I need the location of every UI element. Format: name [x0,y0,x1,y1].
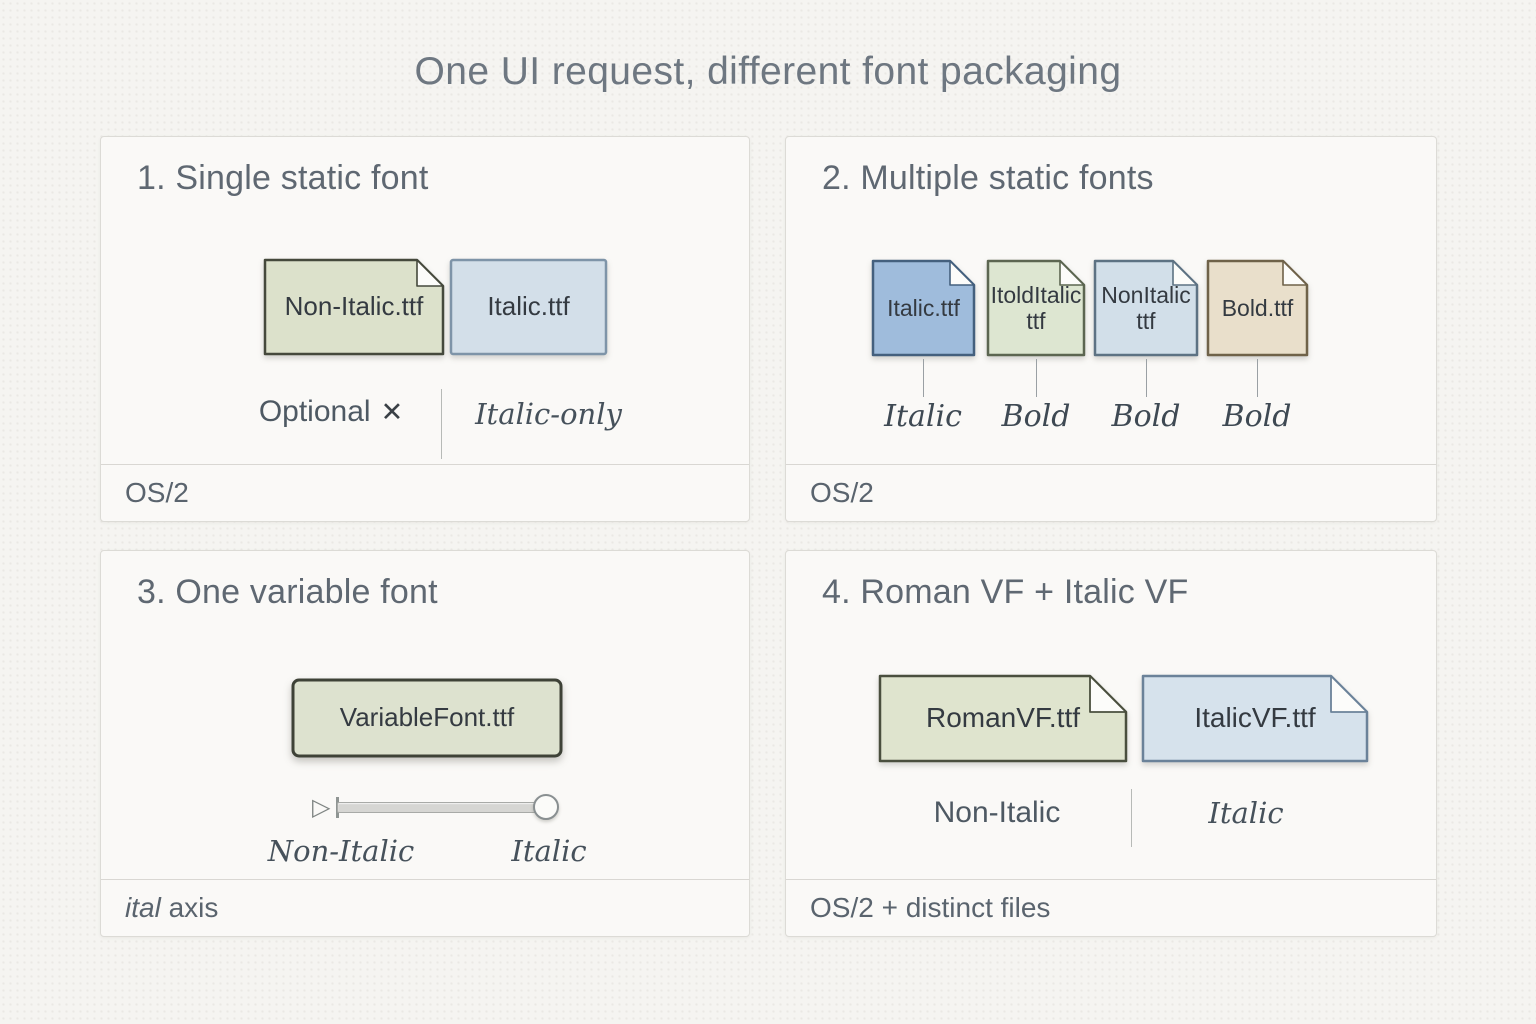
play-triangle-icon: ▷ [312,794,331,821]
folded-corner-icon [1059,260,1085,286]
panel2-footer: OS/2 [786,464,1436,521]
optional-label: Optional [258,395,371,428]
file-name: ItoldItalic ttf [990,281,1082,334]
file-icon [263,258,445,356]
file-italic-ttf: Italic.ttf [871,259,976,357]
file-icon [1206,259,1309,357]
file-name: VariableFont.ttf [339,702,515,733]
connector-line [1257,359,1258,397]
folded-corner-icon [1089,675,1127,713]
panel4-heading: 4. Roman VF + Italic VF [822,573,1189,611]
panel1-footer: OS/2 [101,464,749,521]
file-italicvf-ttf: ItalicVF.ttf [1141,674,1369,763]
connector-line [923,359,924,397]
connector-line [1036,359,1037,397]
slider-max-label: Italic [511,834,587,868]
file-icon [878,674,1128,763]
file-itolditalic-ttf: ItoldItalic ttf [986,259,1086,357]
slider-min-label: Non-Italic [267,834,415,868]
file-name: Non-Italic.ttf [284,291,424,322]
folded-corner-icon [949,260,975,286]
panel3-heading: 3. One variable font [137,573,438,611]
label-divider [1131,789,1132,847]
file-name: ItalicVF.ttf [1194,702,1316,734]
file-icon [1141,674,1369,763]
panel2-heading: 2. Multiple static fonts [822,159,1154,197]
file-icon [871,259,976,357]
file-icon [986,259,1086,357]
file-name: Italic.ttf [887,294,960,321]
file-name: RomanVF.ttf [925,702,1081,734]
panel-multiple-static-fonts: 2. Multiple static fonts Italic.ttf Itol… [785,136,1437,522]
slider-knob [533,794,559,820]
optional-caption: Optional ✕ [206,395,456,429]
folded-corner-icon [416,259,444,287]
style-tag: Bold [1111,399,1181,434]
panel4-footer: OS/2 + distinct files [786,879,1436,936]
footer-label: axis [160,892,219,923]
file-name: NonItalic ttf [1101,281,1191,334]
file-non-italic-ttf: Non-Italic.ttf [263,258,445,356]
page-title: One UI request, different font packaging [414,50,1122,93]
panel3-footer: ital axis [101,879,749,936]
style-tag: Bold [1001,399,1071,434]
slider-track [337,802,549,813]
footer-label: OS/2 + distinct files [810,892,1051,923]
italic-label: Italic [1208,796,1284,830]
panel1-heading: 1. Single static font [137,159,429,197]
footer-label: OS/2 [125,477,189,508]
file-icon [1093,259,1199,357]
file-variablefont-ttf: VariableFont.ttf [291,678,563,758]
style-tag: Bold [1222,399,1292,434]
file-icon [291,678,563,758]
close-x-icon: ✕ [380,397,404,427]
panel-one-variable-font: 3. One variable font VariableFont.ttf ▷ … [100,550,750,937]
file-bold-ttf: Bold.ttf [1206,259,1309,357]
footer-label: OS/2 [810,477,874,508]
style-tag: Italic [884,399,962,434]
file-italic-ttf: Italic.ttf [449,258,608,356]
file-icon [449,258,608,356]
italic-only-label: Italic-only [475,397,622,431]
folded-corner-icon [1282,260,1308,286]
file-name: Italic.ttf [487,291,570,322]
connector-line [1146,359,1147,397]
non-italic-label: Non-Italic [933,796,1061,829]
file-nonitalic-ttf: NonItalic ttf [1093,259,1199,357]
file-name: Bold.ttf [1221,294,1294,321]
file-romanvf-ttf: RomanVF.ttf [878,674,1128,763]
folded-corner-icon [1330,675,1368,713]
panel-roman-vf-italic-vf: 4. Roman VF + Italic VF RomanVF.ttf Ital… [785,550,1437,937]
label-divider [441,389,442,459]
folded-corner-icon [1172,260,1198,286]
panel-single-static-font: 1. Single static font Non-Italic.ttf Ita… [100,136,750,522]
footer-axis-name: ital [125,892,161,923]
